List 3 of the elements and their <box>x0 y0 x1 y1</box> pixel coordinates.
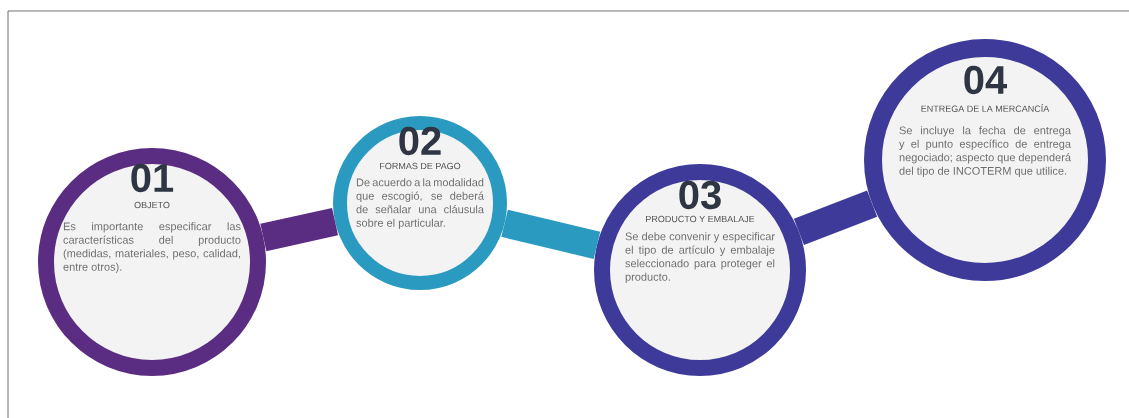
connector-band <box>793 190 878 245</box>
connector-band <box>501 209 601 259</box>
connector-band <box>260 208 339 252</box>
